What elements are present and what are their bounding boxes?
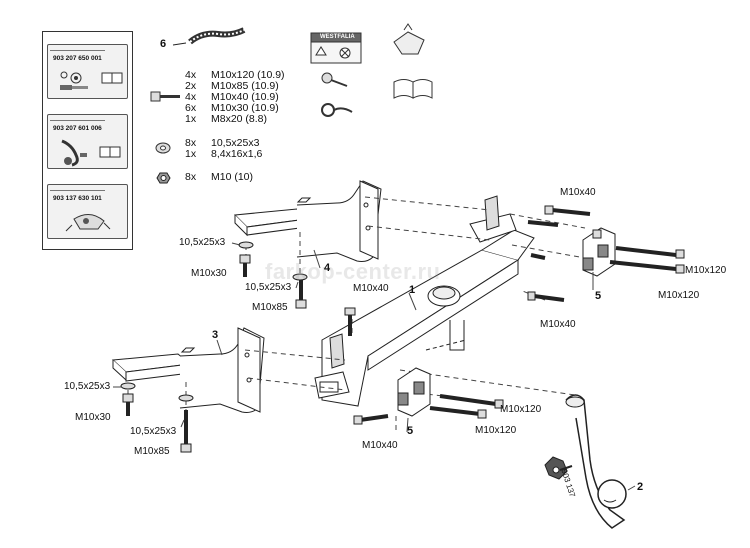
callout-5-lower: 5 [407,425,414,437]
label-m10x30-upper: M10x30 [191,268,227,279]
nut-icon [156,172,171,184]
nut-spec-list: 8x M10 (10) [185,172,253,183]
wiring-harness-icon [172,27,246,46]
spec-size: M10 (10) [211,171,254,183]
spec-size: M8x20 (8.8) [211,113,268,125]
main-cross-beam [314,195,535,407]
spec-size: 8,4x16x1,6 [211,148,263,160]
key-icon [321,72,348,87]
spec-qty: 4x [185,69,197,81]
kit-bag-3: 903 137 630 101 [47,184,128,239]
label-m10x40-right: M10x40 [540,319,576,330]
parts-kit-panel: 903 207 650 001 903 207 601 006 903 137 … [42,31,133,250]
side-bracket-left [111,327,265,413]
kit-code-1: 903 207 650 001 [50,50,105,62]
label-washer-upper-left: 10,5x25x3 [179,237,226,248]
electrical-socket-icon [65,214,111,232]
bolts-nuts-icon [60,71,123,90]
clamp-plate-right [582,227,616,277]
callout-5-upper: 5 [595,290,602,302]
callout-1: 1 [409,284,416,296]
key-ring-icon [321,103,353,117]
label-m10x120-center-1: M10x120 [500,404,542,415]
label-m10x120-center-2: M10x120 [475,425,517,436]
spec-qty: 1x [185,148,197,160]
spec-qty: 4x [185,91,197,103]
socket-cover-icon [393,23,425,55]
bolt-icon [150,91,180,102]
kit-bag-2: 903 207 601 006 [47,114,128,169]
label-m10x120-right-1: M10x120 [685,265,727,276]
spec-size: 10,5x25x3 [211,137,260,149]
label-washer-upper-mid: 10,5x25x3 [245,282,292,293]
callout-6: 6 [160,38,167,50]
spec-qty: 1x [185,113,197,125]
kit-bag-1: 903 207 650 001 [47,44,128,99]
label-washer-lower-left: 10,5x25x3 [64,381,111,392]
leader-lines [113,242,636,491]
spec-qty: 8x [185,171,197,183]
callout-2: 2 [637,481,644,493]
washer-icon [155,142,171,154]
callout-3: 3 [212,329,219,341]
label-m10x85-lower: M10x85 [134,446,170,457]
spec-qty: 6x [185,102,197,114]
side-bracket-right [233,180,382,262]
spec-size: M10x85 (10.9) [211,80,279,92]
bolts [120,205,685,453]
manual-book-icon [393,79,433,99]
label-m10x40-top: M10x40 [560,187,596,198]
kit-code-3: 903 137 630 101 [50,190,105,202]
label-m10x120-right-2: M10x120 [658,290,700,301]
spec-size: M10x30 (10.9) [211,102,279,114]
clamp-plate-lower [397,367,431,417]
washer-spec-list: 8x 10,5x25x3 1x 8,4x16x1,6 [185,138,262,160]
tow-ball-hook-icon [61,139,121,167]
spec-size: M10x40 (10.9) [211,91,279,103]
callout-4: 4 [324,262,331,274]
label-m10x30-lower: M10x30 [75,412,111,423]
label-warning-sticker: WESTFALIA [320,34,355,40]
label-m10x40-mid: M10x40 [353,283,389,294]
label-m10x40-bottom: M10x40 [362,440,398,451]
spec-qty: 8x [185,137,197,149]
label-washer-lower-mid: 10,5x25x3 [130,426,177,437]
detachable-tow-ball [544,394,627,529]
spec-size: M10x120 (10.9) [211,69,285,81]
spec-qty: 2x [185,80,197,92]
kit-code-2: 903 207 601 006 [50,120,105,132]
label-m10x85-upper: M10x85 [252,302,288,313]
warning-sticker-icon [310,32,362,64]
watermark-text: farkop-center.ru [265,259,441,284]
